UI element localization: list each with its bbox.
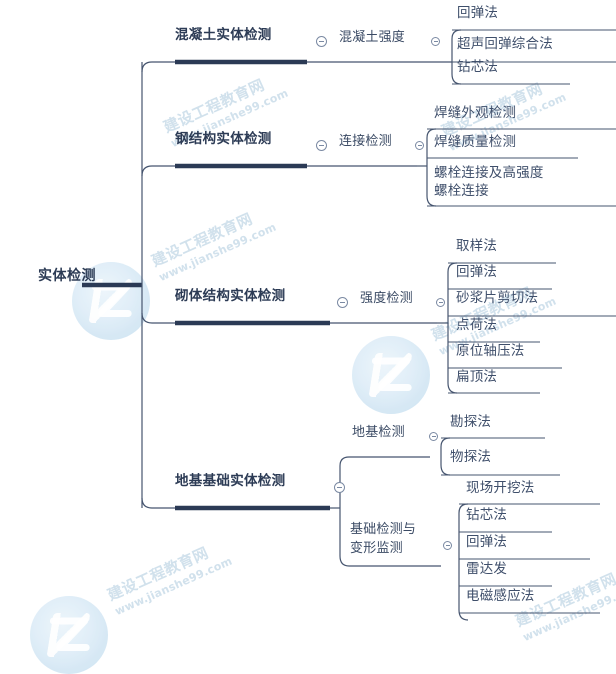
leaf-steel-1[interactable]: 焊缝外观检测	[434, 105, 517, 120]
group-label-steel-connection[interactable]: 连接检测	[339, 133, 392, 148]
toggle-base-monitoring[interactable]	[443, 541, 452, 550]
leaf-foundation-b1[interactable]: 现场开挖法	[466, 480, 535, 495]
leaf-steel-2[interactable]: 焊缝质量检测	[434, 134, 517, 149]
leaf-foundation-g2[interactable]: 物探法	[450, 449, 492, 464]
toggle-concrete-strength[interactable]	[431, 37, 440, 46]
leaf-masonry-1[interactable]: 取样法	[456, 238, 498, 253]
mindmap-canvas: 建设工程教育网 www.jianshe99.com 建设工程教育网 www.ji…	[0, 0, 616, 641]
branch-label-foundation[interactable]: 地基基础实体检测	[175, 473, 286, 488]
group-label-masonry-strength[interactable]: 强度检测	[360, 290, 413, 305]
group-label-base-monitoring[interactable]: 基础检测与变形监测	[350, 521, 417, 555]
leaf-concrete-2[interactable]: 超声回弹综合法	[457, 36, 553, 51]
root-node-label[interactable]: 实体检测	[38, 267, 96, 283]
leaf-masonry-5[interactable]: 原位轴压法	[456, 343, 525, 358]
toggle-foundation[interactable]	[334, 482, 345, 493]
leaf-concrete-1[interactable]: 回弹法	[457, 5, 499, 20]
leaf-foundation-b2[interactable]: 钻芯法	[466, 507, 508, 522]
leaf-masonry-6[interactable]: 扁顶法	[456, 369, 498, 384]
leaf-masonry-2[interactable]: 回弹法	[456, 264, 498, 279]
group-label-ground-test[interactable]: 地基检测	[352, 424, 405, 439]
toggle-masonry-strength[interactable]	[436, 298, 445, 307]
leaf-foundation-b3[interactable]: 回弹法	[466, 534, 508, 549]
toggle-steel-connection[interactable]	[415, 141, 424, 150]
toggle-masonry[interactable]	[337, 297, 348, 308]
group-label-concrete-strength[interactable]: 混凝土强度	[339, 29, 406, 44]
toggle-concrete[interactable]	[316, 36, 327, 47]
leaf-foundation-b4[interactable]: 雷达发	[466, 561, 508, 576]
leaf-foundation-b5[interactable]: 电磁感应法	[466, 588, 535, 603]
leaf-steel-3[interactable]: 螺栓连接及高强度螺栓连接	[434, 165, 544, 198]
leaf-foundation-g1[interactable]: 勘探法	[450, 414, 492, 429]
leaf-masonry-3[interactable]: 砂浆片剪切法	[456, 290, 539, 305]
leaf-masonry-4[interactable]: 点荷法	[456, 317, 498, 332]
leaf-concrete-3[interactable]: 钻芯法	[457, 59, 499, 74]
toggle-steel[interactable]	[316, 140, 327, 151]
node-layer: 实体检测 混凝土实体检测 混凝土强度 回弹法 超声回弹综合法 钻芯法 钢结构实体…	[38, 5, 553, 603]
branch-label-masonry[interactable]: 砌体结构实体检测	[175, 288, 286, 303]
toggle-ground-test[interactable]	[429, 432, 438, 441]
branch-label-steel[interactable]: 钢结构实体检测	[175, 131, 272, 146]
branch-label-concrete[interactable]: 混凝土实体检测	[175, 27, 272, 42]
